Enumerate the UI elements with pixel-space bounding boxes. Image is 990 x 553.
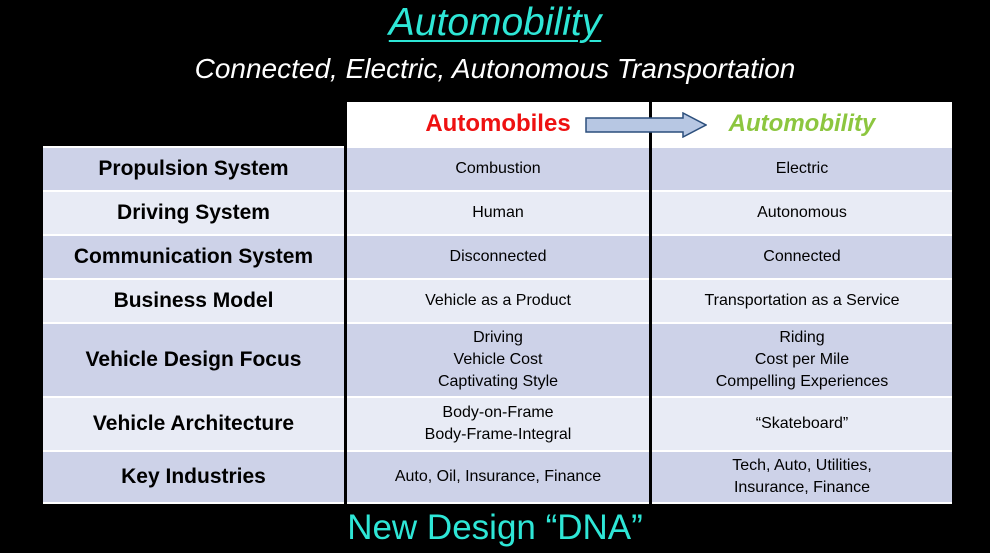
automobility-cell: Tech, Auto, Utilities, Insurance, Financ…: [650, 450, 952, 504]
table-row: Driving System Human Autonomous: [43, 190, 952, 236]
row-label: Communication System: [43, 234, 347, 280]
table-row: Propulsion System Combustion Electric: [43, 146, 952, 192]
footer-caption: New Design “DNA”: [347, 508, 643, 547]
automobility-cell: Transportation as a Service: [650, 278, 952, 324]
comparison-header: Automobiles Automobility: [347, 102, 952, 146]
automobiles-cell: Body-on-Frame Body-Frame-Integral: [345, 396, 652, 452]
automobiles-cell: Vehicle as a Product: [345, 278, 652, 324]
row-label: Vehicle Architecture: [43, 396, 347, 452]
table-row: Vehicle Design Focus Driving Vehicle Cos…: [43, 322, 952, 398]
table-row: Communication System Disconnected Connec…: [43, 234, 952, 280]
row-label: Driving System: [43, 190, 347, 236]
row-label: Key Industries: [43, 450, 347, 504]
page-subtitle: Connected, Electric, Autonomous Transpor…: [194, 53, 796, 84]
row-label: Propulsion System: [43, 146, 347, 192]
automobility-cell: Autonomous: [650, 190, 952, 236]
header-automobiles: Automobiles: [425, 110, 571, 137]
transition-arrow-icon: [585, 112, 707, 138]
table-row: Key Industries Auto, Oil, Insurance, Fin…: [43, 450, 952, 504]
automobiles-cell: Combustion: [345, 146, 652, 192]
automobility-cell: Connected: [650, 234, 952, 280]
row-label: Vehicle Design Focus: [43, 322, 347, 398]
automobiles-cell: Driving Vehicle Cost Captivating Style: [345, 322, 652, 398]
automobiles-cell: Auto, Oil, Insurance, Finance: [345, 450, 652, 504]
page-title: Automobility: [388, 1, 602, 44]
automobility-cell: Riding Cost per Mile Compelling Experien…: [650, 322, 952, 398]
automobiles-cell: Human: [345, 190, 652, 236]
automobility-cell: “Skateboard”: [650, 396, 952, 452]
automobiles-cell: Disconnected: [345, 234, 652, 280]
table-row: Vehicle Architecture Body-on-Frame Body-…: [43, 396, 952, 452]
row-label: Business Model: [43, 278, 347, 324]
automobility-cell: Electric: [650, 146, 952, 192]
comparison-table: Propulsion System Combustion Electric Dr…: [43, 146, 952, 504]
table-row: Business Model Vehicle as a Product Tran…: [43, 278, 952, 324]
header-automobility: Automobility: [728, 110, 876, 137]
